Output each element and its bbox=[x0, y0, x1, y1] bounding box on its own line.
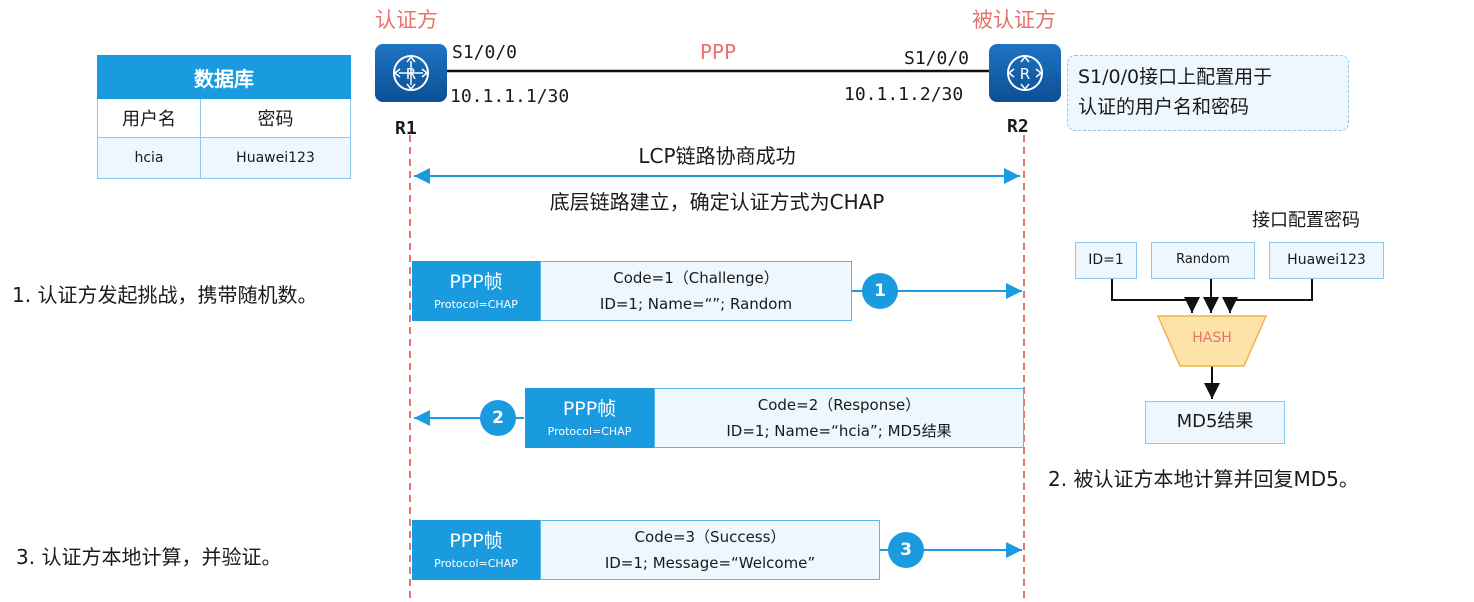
router-r2-icon: R bbox=[989, 44, 1061, 102]
frame3-line1: Code=3（Success） bbox=[634, 528, 786, 546]
frame3-line2: ID=1; Message=“Welcome” bbox=[604, 554, 816, 572]
frame2-protocol: Protocol=CHAP bbox=[547, 425, 632, 438]
database-cell-password: Huawei123 bbox=[200, 137, 351, 179]
hash-input1-connector bbox=[1111, 279, 1200, 313]
r2-ip: 10.1.1.2/30 bbox=[844, 84, 964, 105]
r2-label: R2 bbox=[1007, 116, 1029, 137]
hash-input-random: Random bbox=[1151, 242, 1255, 279]
config-note-box: S1/0/0接口上配置用于 认证的用户名和密码 bbox=[1067, 55, 1349, 131]
config-note-line2: 认证的用户名和密码 bbox=[1078, 96, 1250, 118]
frame1-protocol: Protocol=CHAP bbox=[434, 298, 518, 311]
authenticatee-label: 被认证方 bbox=[972, 8, 1056, 32]
hash-input-id: ID=1 bbox=[1075, 242, 1137, 279]
r1-ip: 10.1.1.1/30 bbox=[450, 86, 570, 107]
authenticator-label: 认证方 bbox=[375, 8, 438, 32]
frame3-header: PPP帧 Protocol=CHAP bbox=[412, 520, 540, 580]
frame3-protocol: Protocol=CHAP bbox=[434, 557, 518, 570]
hash-panel-title: 接口配置密码 bbox=[1252, 210, 1360, 231]
lcp-success-text: LCP链路协商成功 bbox=[638, 144, 796, 168]
frame2-header: PPP帧 Protocol=CHAP bbox=[525, 388, 654, 448]
frame2-line1: Code=2（Response） bbox=[757, 396, 921, 414]
hash-result: MD5结果 bbox=[1145, 401, 1285, 444]
svg-text:R: R bbox=[406, 65, 416, 83]
config-note-line1: S1/0/0接口上配置用于 bbox=[1078, 66, 1273, 88]
frame3-step-badge: 3 bbox=[888, 532, 924, 568]
frame1-step-badge: 1 bbox=[862, 273, 898, 309]
svg-text:R: R bbox=[1020, 65, 1030, 83]
step2-text: 2. 被认证方本地计算并回复MD5。 bbox=[1048, 467, 1359, 491]
step3-text: 3. 认证方本地计算，并验证。 bbox=[16, 545, 282, 569]
database-header-user: 用户名 bbox=[97, 98, 201, 138]
frame1-header: PPP帧 Protocol=CHAP bbox=[412, 261, 540, 321]
frame3-title: PPP帧 bbox=[449, 530, 503, 552]
database-cell-user: hcia bbox=[97, 137, 201, 179]
frame1-body: Code=1（Challenge） ID=1; Name=“”; Random bbox=[540, 261, 852, 321]
frame2-line2: ID=1; Name=“hcia”; MD5结果 bbox=[726, 422, 952, 440]
hash-input3-connector bbox=[1222, 279, 1313, 313]
r2-interface: S1/0/0 bbox=[904, 48, 970, 69]
database-table: 数据库 用户名 密码 hcia Huawei123 bbox=[97, 55, 351, 179]
frame2-body: Code=2（Response） ID=1; Name=“hcia”; MD5结… bbox=[654, 388, 1024, 448]
frame1-line2: ID=1; Name=“”; Random bbox=[599, 295, 793, 313]
hash-function-shape bbox=[1156, 315, 1268, 367]
frame2-title: PPP帧 bbox=[562, 398, 617, 420]
r1-label: R1 bbox=[395, 118, 417, 139]
frame3-body: Code=3（Success） ID=1; Message=“Welcome” bbox=[540, 520, 880, 580]
frame1-line1: Code=1（Challenge） bbox=[613, 269, 779, 287]
frame2-step-badge: 2 bbox=[480, 400, 516, 436]
lcp-auth-method-text: 底层链路建立，确定认证方式为CHAP bbox=[549, 190, 885, 214]
database-header-password: 密码 bbox=[200, 98, 351, 138]
ppp-protocol-label: PPP bbox=[700, 40, 737, 64]
step1-text: 1. 认证方发起挑战，携带随机数。 bbox=[12, 283, 318, 307]
router-r1-icon: R bbox=[375, 44, 447, 102]
hash-function-label: HASH bbox=[1192, 330, 1232, 346]
database-title: 数据库 bbox=[97, 55, 351, 99]
frame1-title: PPP帧 bbox=[449, 271, 503, 293]
r1-interface: S1/0/0 bbox=[452, 42, 518, 63]
hash-input-password: Huawei123 bbox=[1269, 242, 1384, 279]
